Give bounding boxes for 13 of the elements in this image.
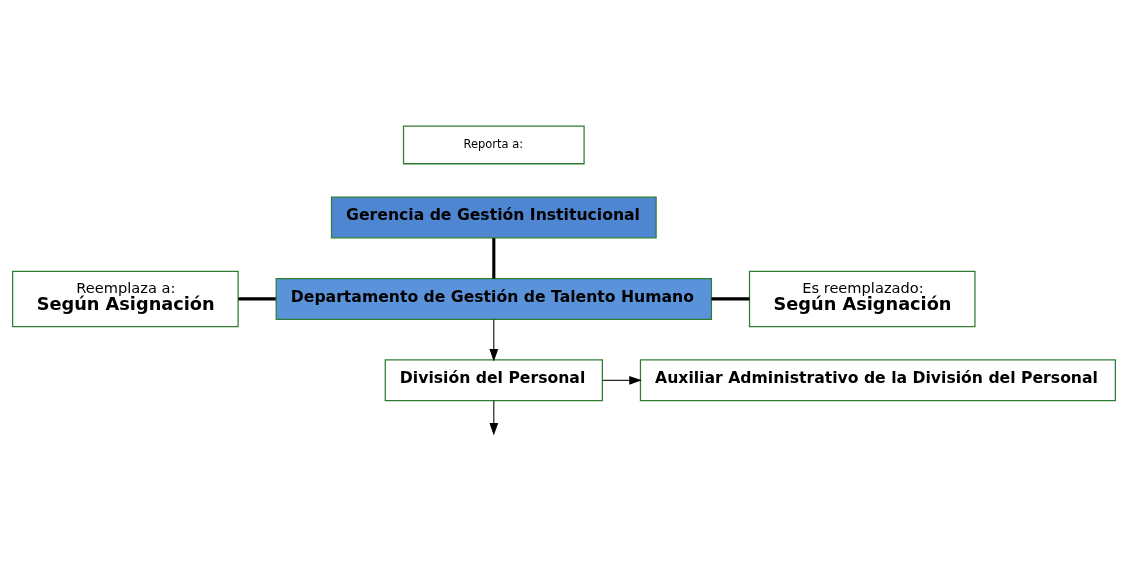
arrow [602,375,642,385]
node-box: Auxiliar Administrativo de la División del Personal [639,359,1116,402]
arrow [489,400,499,436]
arrow [489,319,499,362]
connector [238,297,276,301]
connector [711,297,750,301]
node-box: Es reemplazado: Según Asignación [748,270,976,328]
node-box: Gerencia de Gestión Institucional [330,196,657,239]
node-box: Reporta a: [402,125,585,165]
node-box: División del Personal [384,359,603,402]
node-box: Reemplaza a: Según Asignación [12,270,239,328]
connector [492,238,496,279]
node-box: Departamento de Gestión de Talento Humano [275,277,713,320]
